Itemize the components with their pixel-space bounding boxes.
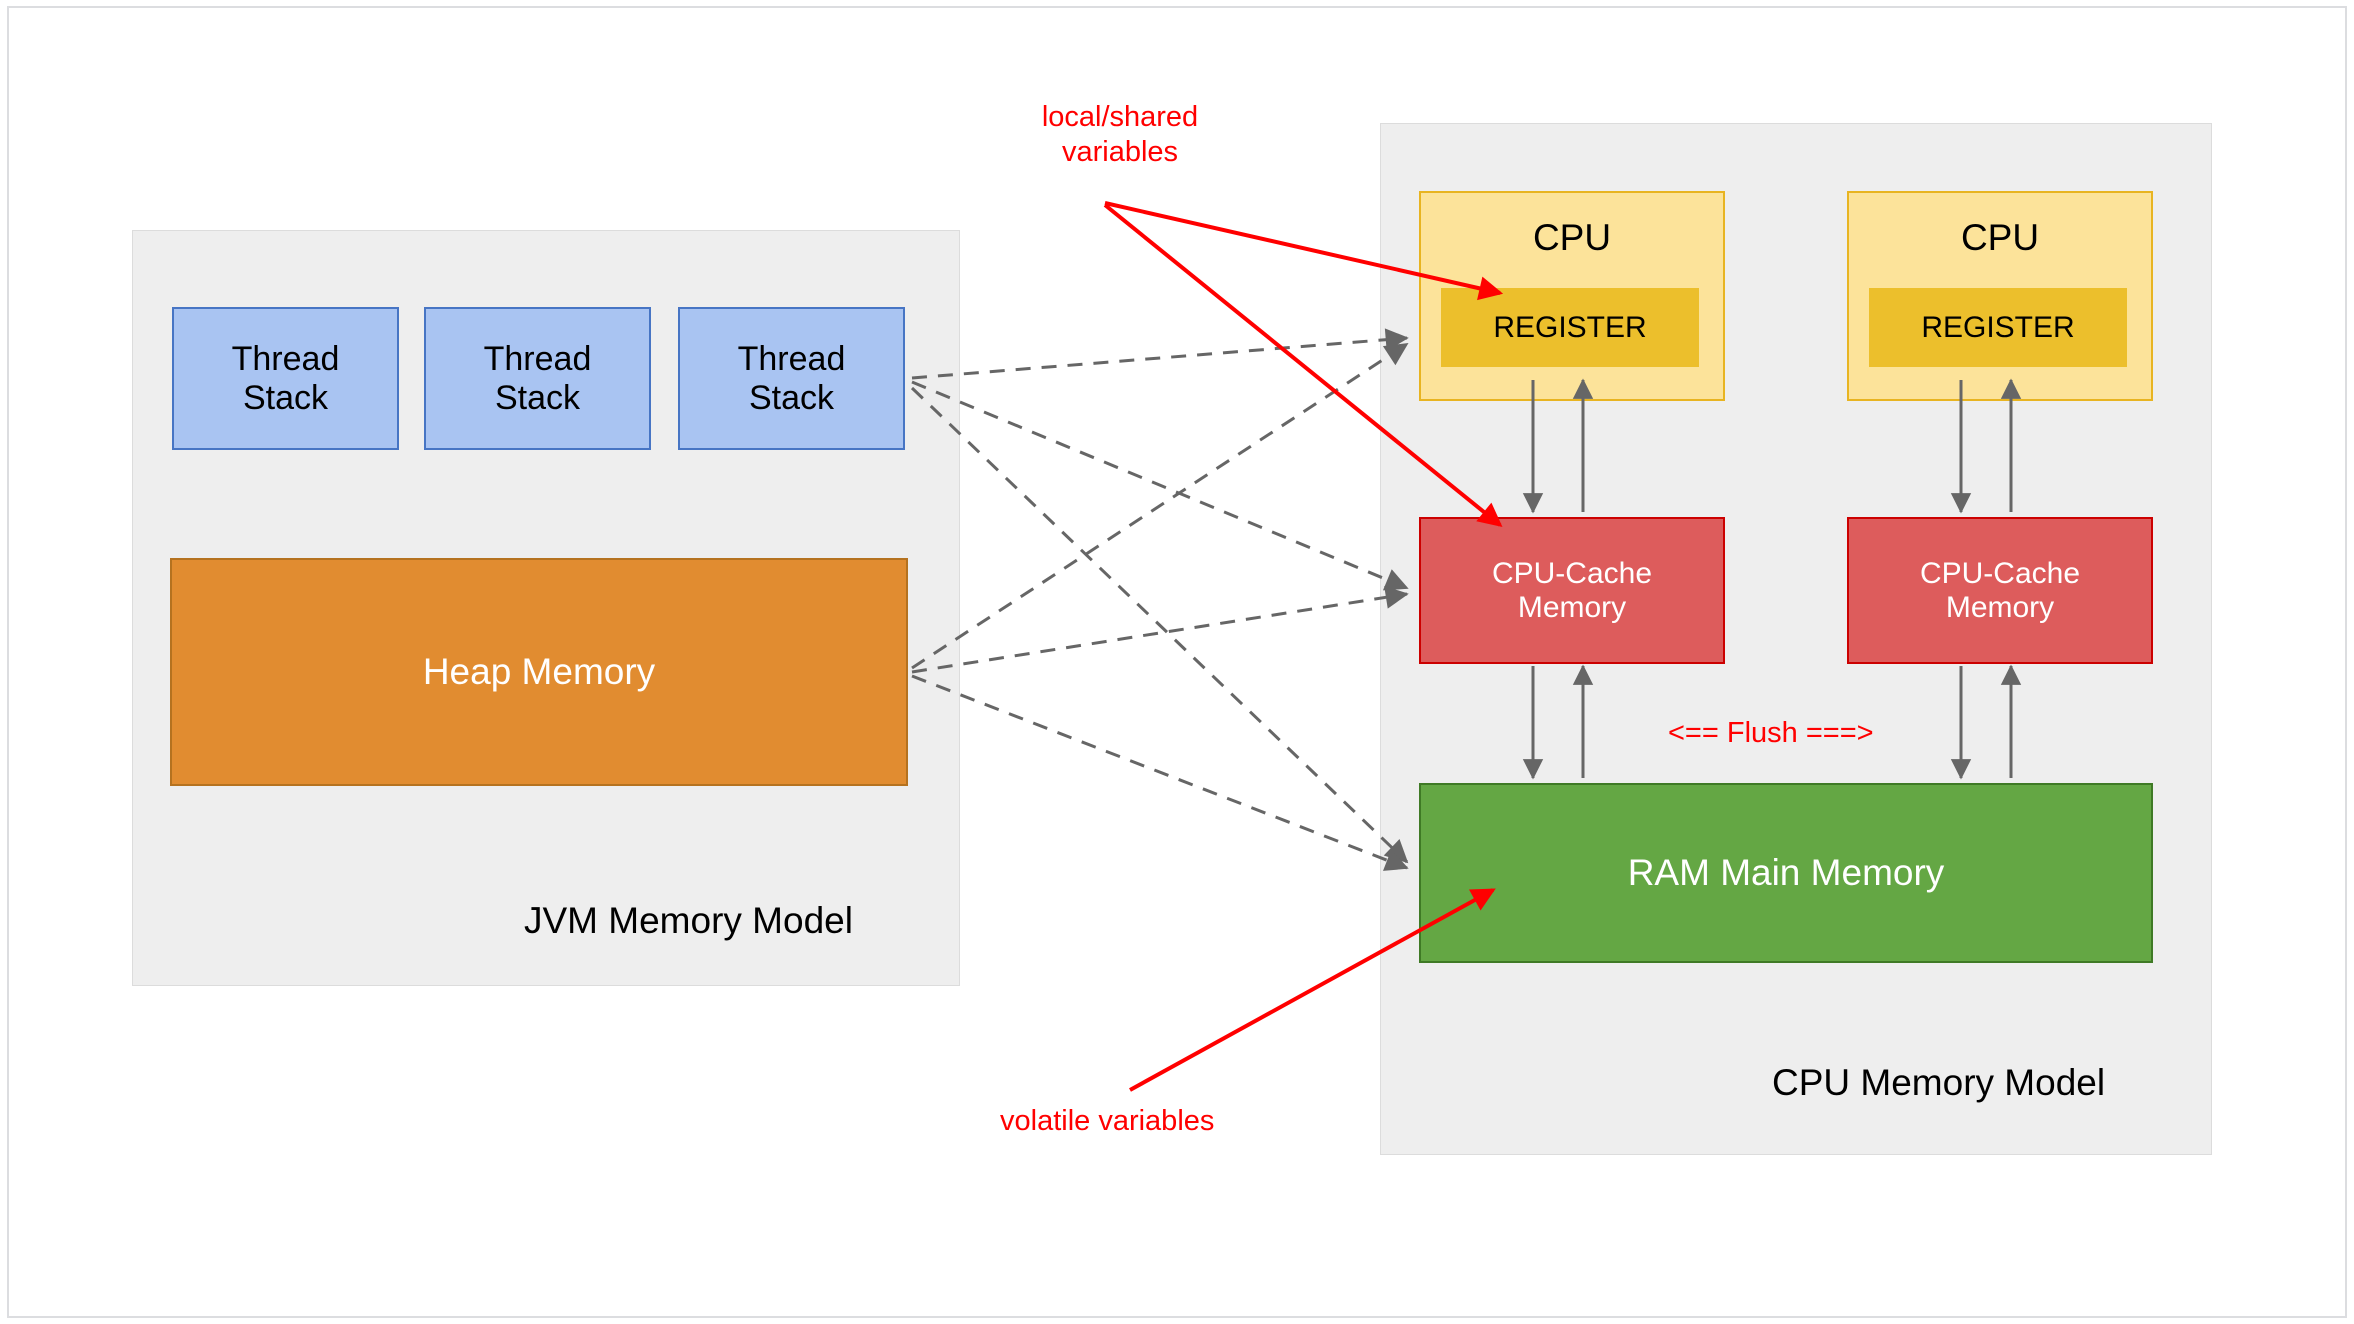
ram-main-memory-box[interactable]: RAM Main Memory <box>1419 783 2153 963</box>
heap-memory-box[interactable]: Heap Memory <box>170 558 908 786</box>
jvm-memory-model-caption: JVM Memory Model <box>524 900 853 941</box>
cpu-memory-model-caption: CPU Memory Model <box>1772 1062 2106 1103</box>
register-box-1[interactable]: REGISTER <box>1441 288 1699 367</box>
register-box-2[interactable]: REGISTER <box>1869 288 2127 367</box>
volatile-variables-label: volatile variables <box>1000 1105 1215 1137</box>
flush-label: <== Flush ===> <box>1668 717 1874 749</box>
